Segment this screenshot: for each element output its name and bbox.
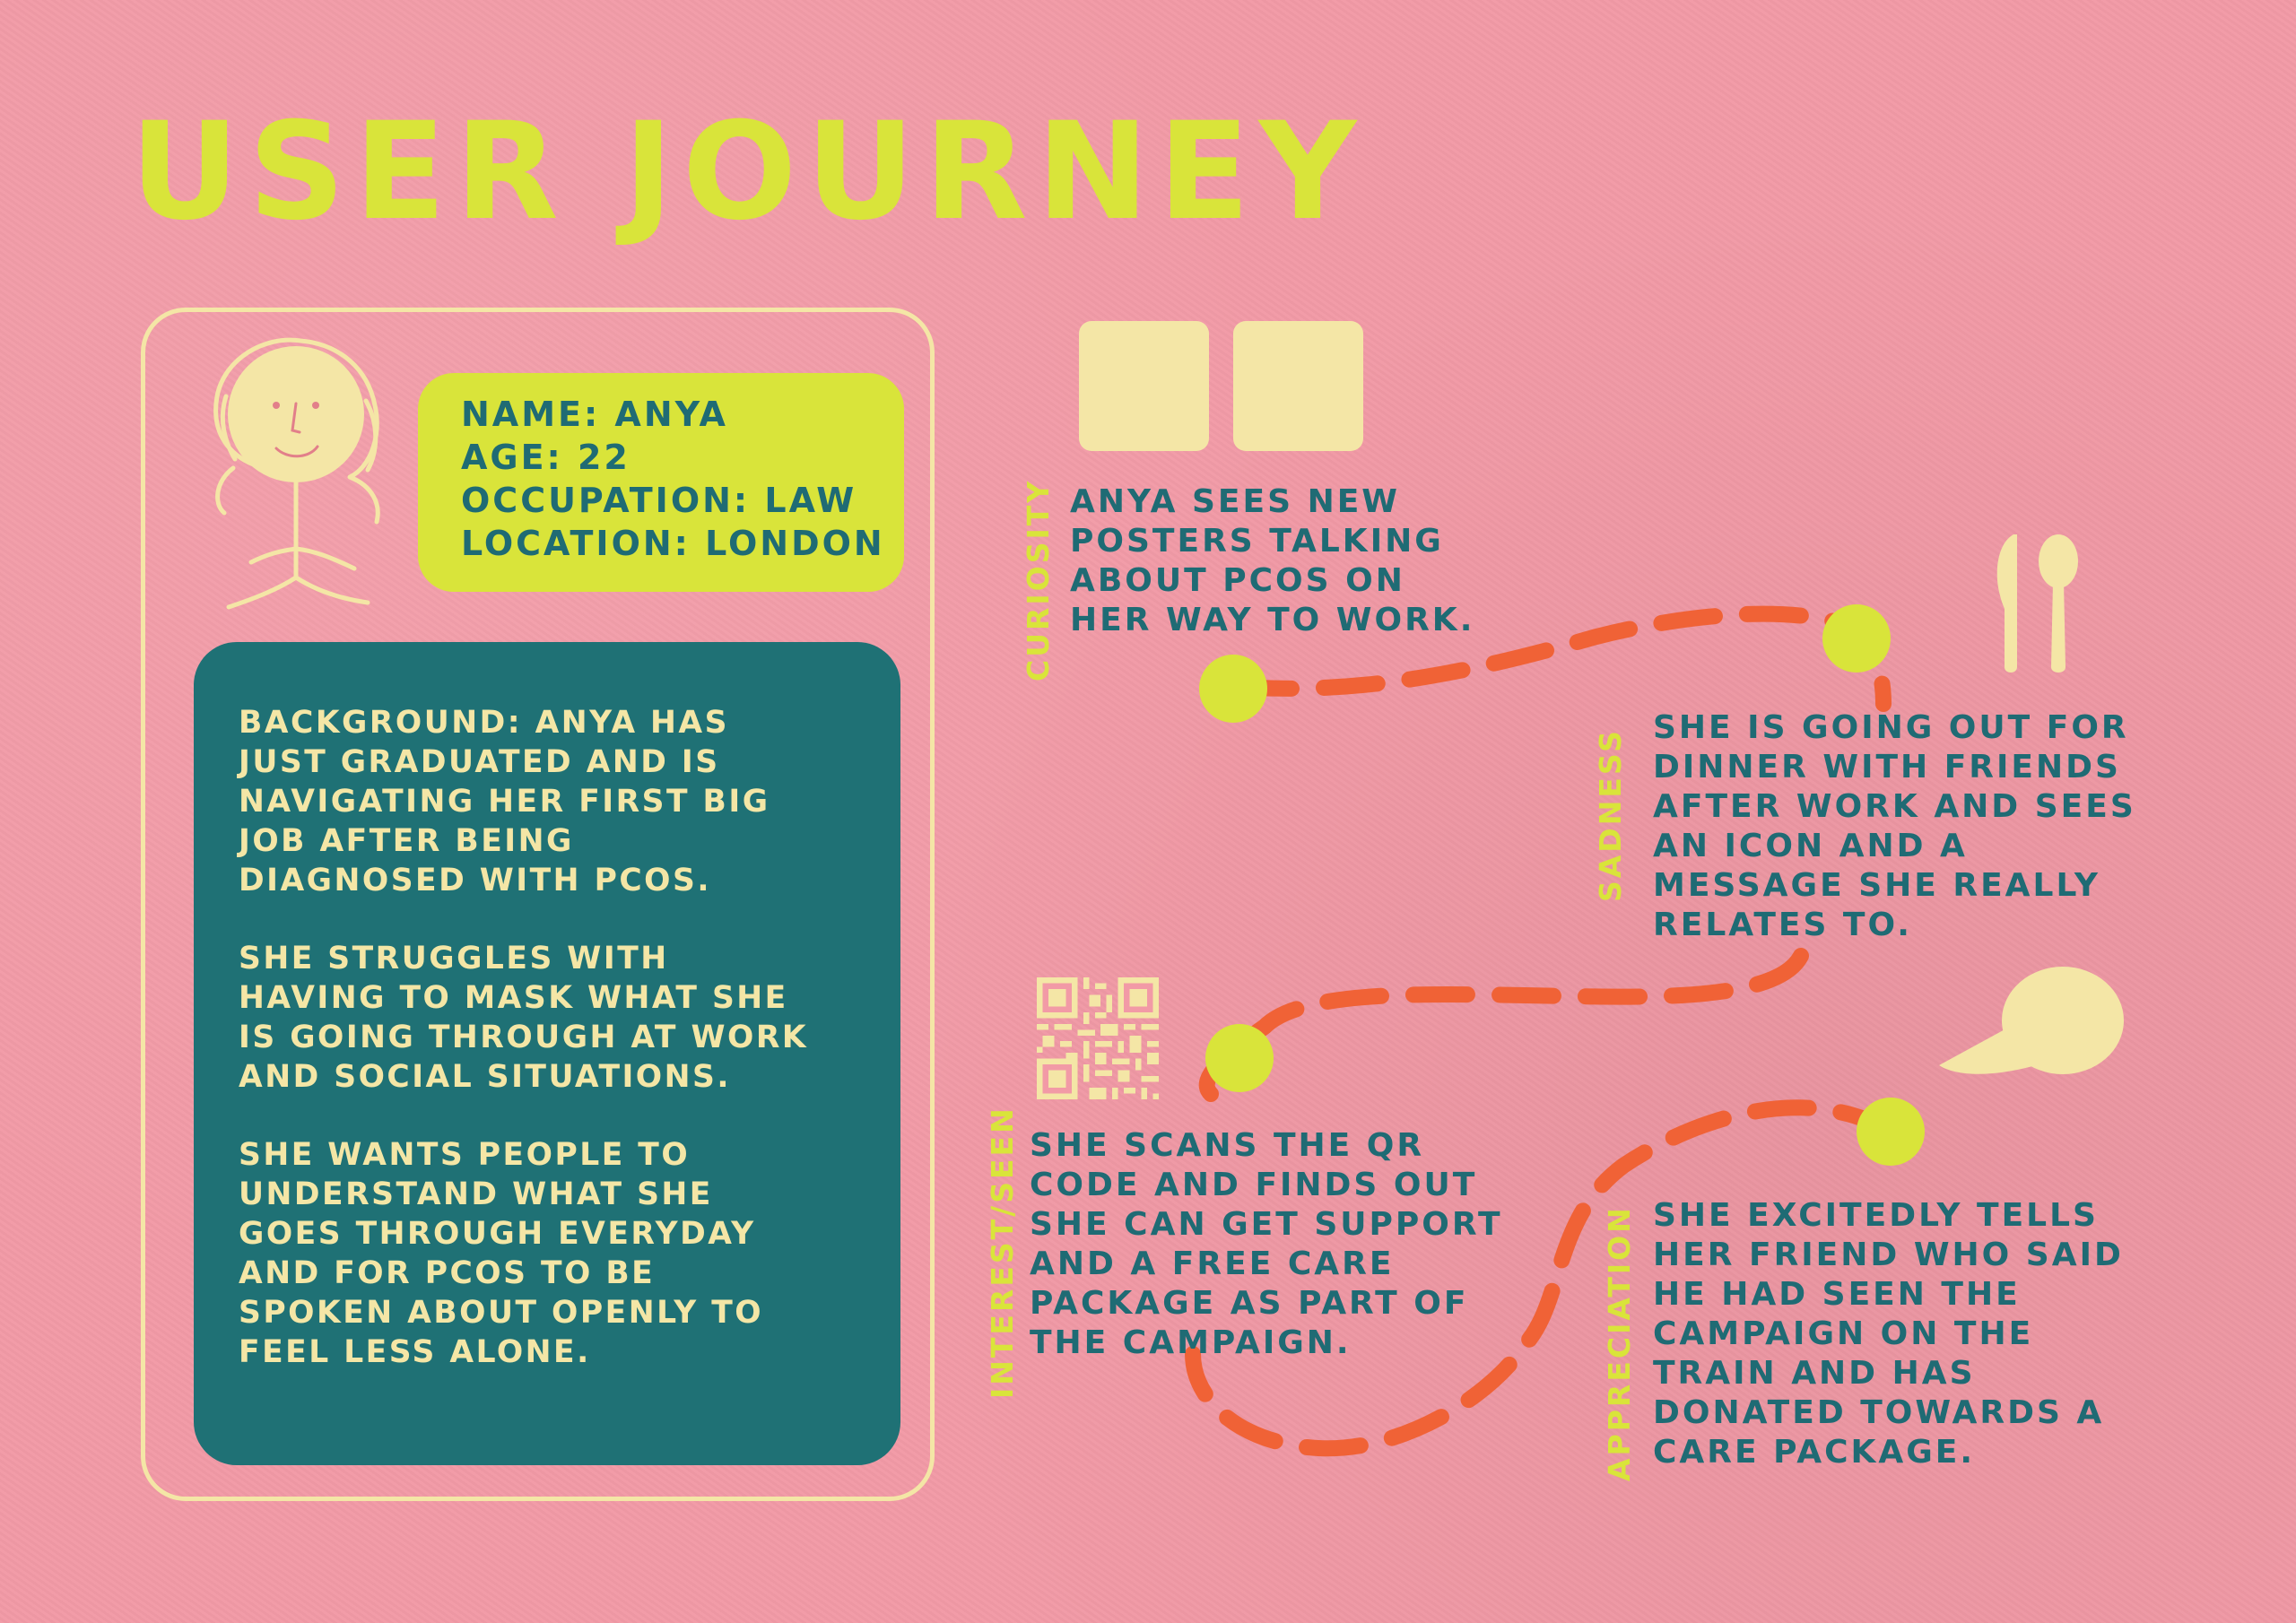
page-title: USER JOURNEY [130,94,1366,250]
stage-3-text: SHE SCANS THE QR CODE AND FINDS OUT SHE … [1030,1127,1503,1361]
background-paragraph-3: SHE WANTS PEOPLE TO UNDERSTAND WHAT SHE … [239,1137,764,1370]
posters-icon [1079,321,1366,456]
journey-path-segment-2 [1198,948,1809,1102]
stage-3-emotion-label: INTEREST/SEEN [985,1106,1020,1399]
qr-code-icon [1037,977,1159,1099]
journey-node-2 [1822,604,1891,673]
journey-node-4 [1857,1098,1925,1166]
persona-occupation: OCCUPATION: LAW [461,481,857,520]
stage-4-emotion-label: APPRECIATION [1602,1205,1637,1481]
cutlery-icon [1996,534,2078,673]
speech-bubble-icon [1939,967,2124,1074]
persona-name: NAME: ANYA [461,395,728,434]
stage-1-emotion-label: CURIOSITY [1021,478,1056,681]
stage-4-text: SHE EXCITEDLY TELLS HER FRIEND WHO SAID … [1653,1197,2124,1471]
poster-2 [1233,321,1363,451]
background-paragraph-1: BACKGROUND: ANYA HAS JUST GRADUATED AND … [239,705,770,898]
journey-node-3 [1205,1024,1274,1092]
poster-1 [1079,321,1209,451]
stick-figure-avatar-icon [213,337,380,610]
stage-1-text: ANYA SEES NEW POSTERS TALKING ABOUT PCOS… [1070,483,1475,638]
persona-location: LOCATION: LONDON [461,524,885,563]
background-box: BACKGROUND: ANYA HAS JUST GRADUATED AND … [194,642,900,1465]
stage-2-emotion-label: SADNESS [1593,728,1628,902]
stage-2-text: SHE IS GOING OUT FOR DINNER WITH FRIENDS… [1653,709,2136,943]
persona-info-box: NAME: ANYA AGE: 22 OCCUPATION: LAW LOCAT… [418,373,904,592]
persona-age: AGE: 22 [461,438,631,477]
journey-node-1 [1199,655,1267,723]
journey-path-segment-3 [1185,1099,1899,1457]
persona-card-frame [141,308,935,1501]
background-paragraph-2: SHE STRUGGLES WITH HAVING TO MASK WHAT S… [239,941,809,1095]
